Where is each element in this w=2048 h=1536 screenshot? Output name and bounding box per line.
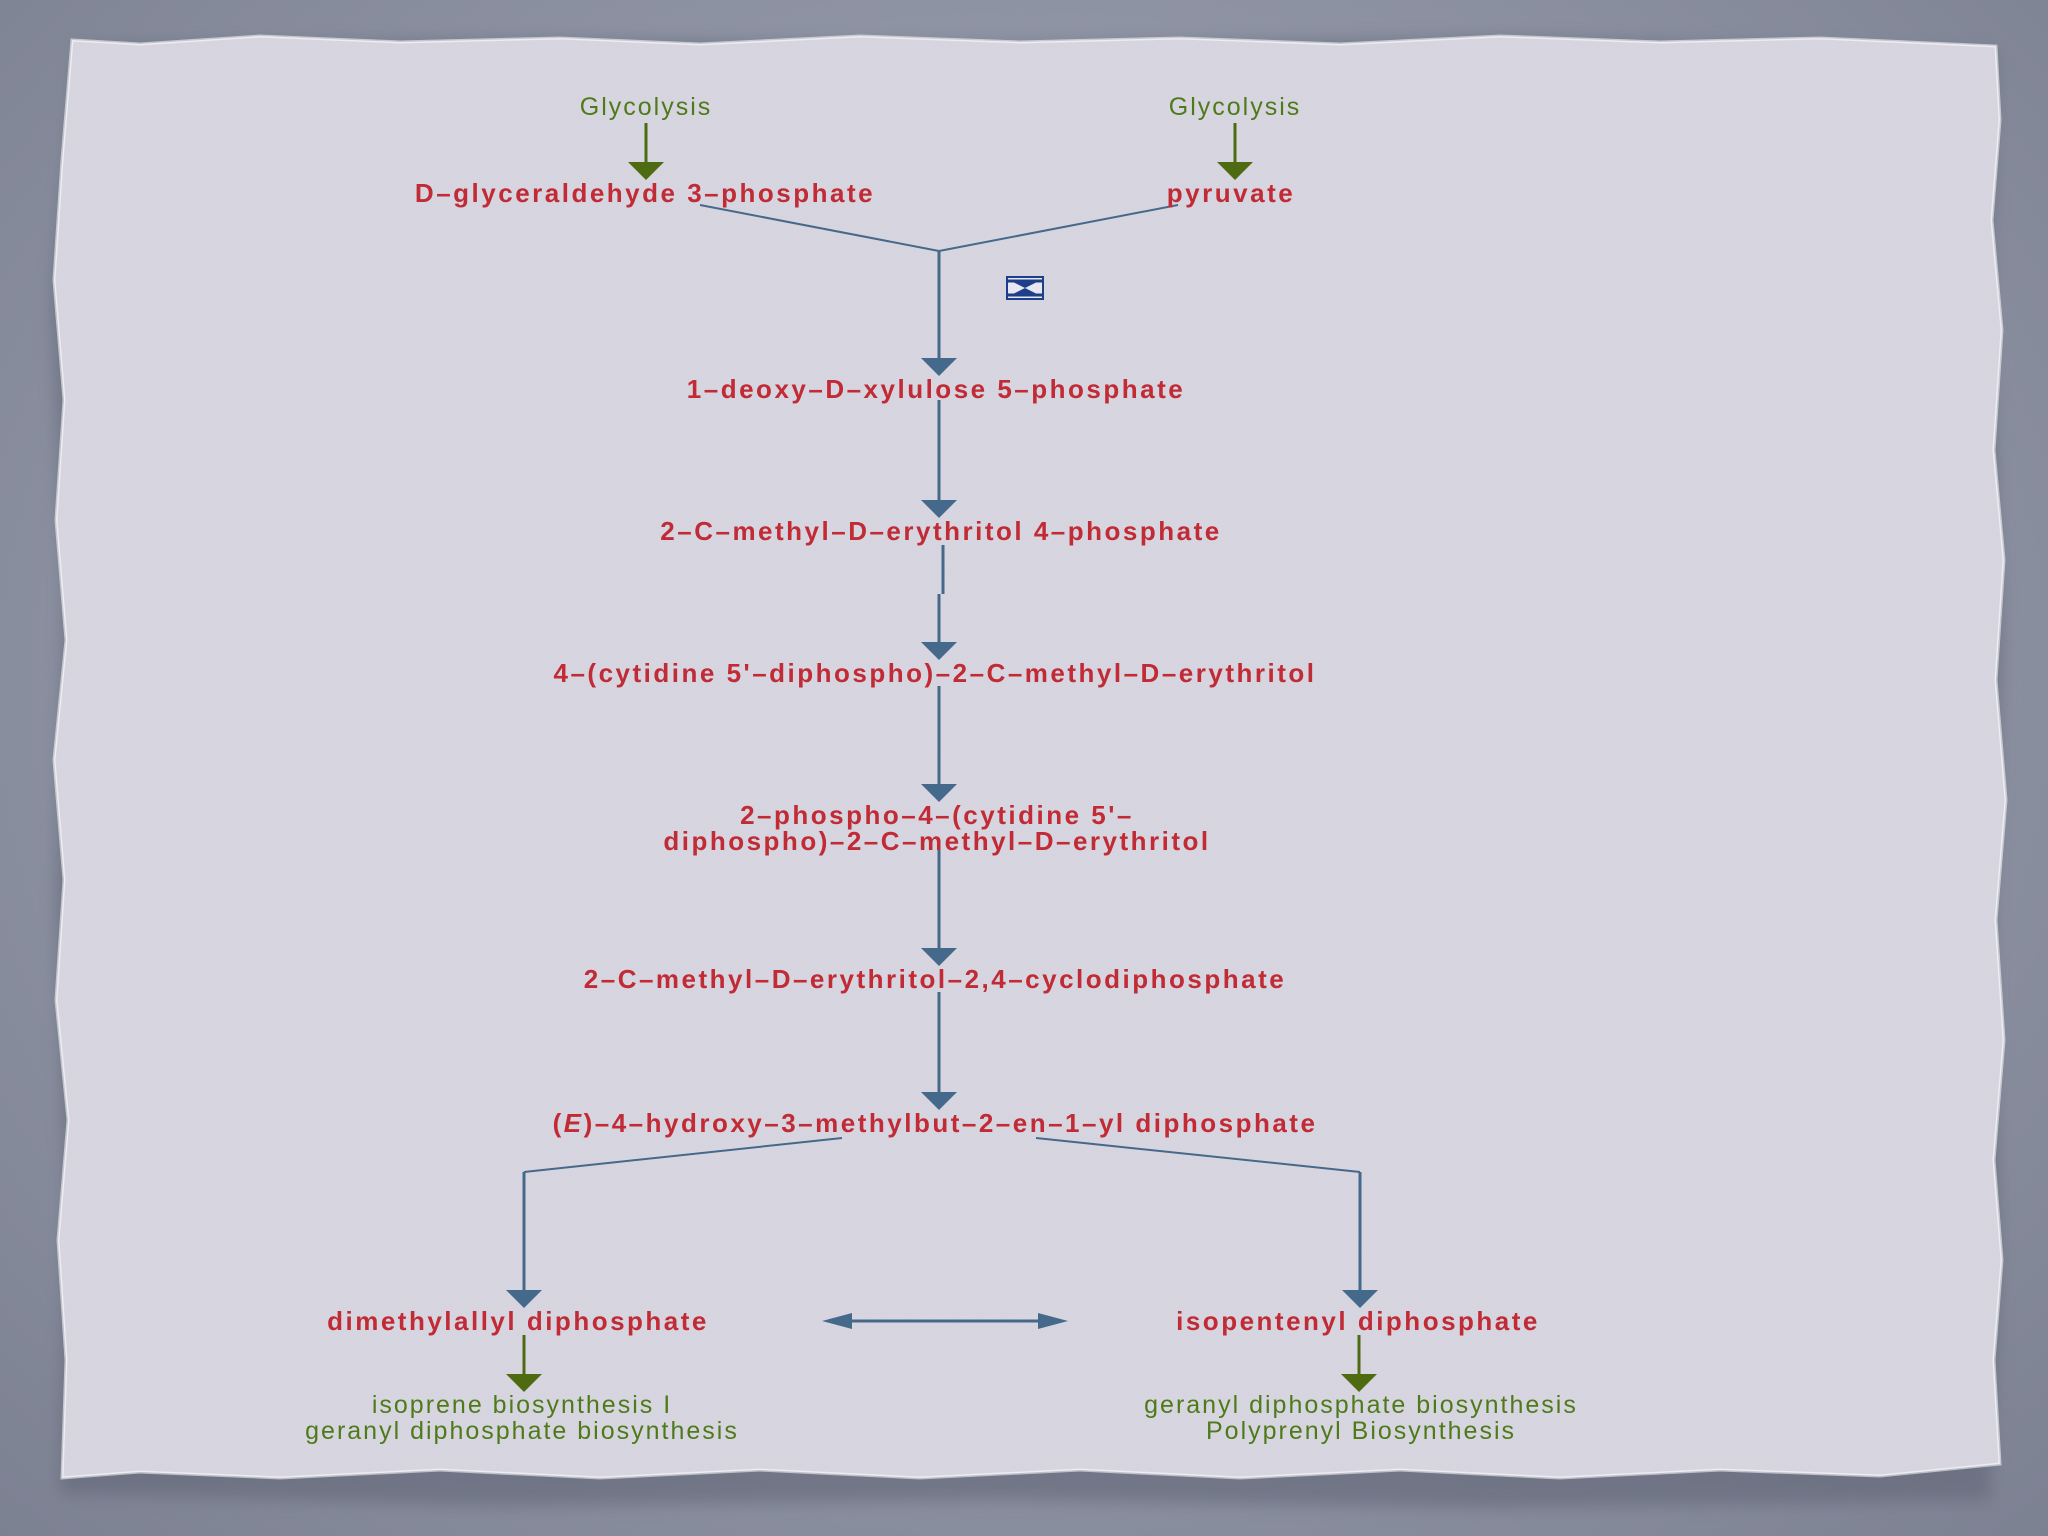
- paper-edge: [52, 34, 2008, 1480]
- enzyme-hourglass-icon[interactable]: [1006, 276, 1044, 300]
- compound-cdp-mep[interactable]: 2–phospho–4–(cytidine 5'– diphospho)–2–C…: [663, 802, 1210, 854]
- output-arrow-left: [506, 1335, 542, 1392]
- compound-dxp[interactable]: 1–deoxy–D–xylulose 5–phosphate: [686, 374, 1186, 404]
- input-arrow-right: [1217, 123, 1253, 180]
- output-pathways-right: geranyl diphosphate biosynthesis Polypre…: [1144, 1393, 1578, 1444]
- hmbpp-stereo-descriptor: E: [563, 1108, 584, 1138]
- output-pathway-geranyl-right[interactable]: geranyl diphosphate biosynthesis: [1144, 1391, 1578, 1419]
- reaction-arrow-3: [921, 545, 957, 660]
- reaction-arrow-2: [921, 400, 957, 518]
- branch-connector-right: [1035, 1137, 1378, 1308]
- isomerase-double-arrow: [822, 1313, 1068, 1329]
- reaction-arrow-1: [921, 251, 957, 376]
- output-pathways-left: isoprene biosynthesis I geranyl diphosph…: [305, 1393, 739, 1444]
- input-pathway-left[interactable]: Glycolysis: [579, 93, 713, 121]
- input-arrow-left: [628, 123, 664, 180]
- compound-mep[interactable]: 2–C–methyl–D–erythritol 4–phosphate: [660, 516, 1222, 546]
- paper-sheet: [54, 36, 2006, 1478]
- compound-g3p[interactable]: D–glyceraldehyde 3–phosphate: [414, 178, 876, 208]
- reaction-arrow-5: [921, 850, 957, 966]
- output-arrow-right: [1341, 1335, 1377, 1392]
- compound-cdp-mep-line2: diphospho)–2–C–methyl–D–erythritol: [663, 826, 1211, 856]
- output-pathway-isoprene[interactable]: isoprene biosynthesis I: [371, 1391, 673, 1419]
- reaction-arrow-4: [921, 686, 957, 802]
- compound-hmbpp[interactable]: (E)–4–hydroxy–3–methylbut–2–en–1–yl diph…: [553, 1110, 1318, 1136]
- hmbpp-rest: )–4–hydroxy–3–methylbut–2–en–1–yl diphos…: [583, 1108, 1318, 1138]
- output-pathway-geranyl-left[interactable]: geranyl diphosphate biosynthesis: [305, 1417, 739, 1445]
- output-pathway-polyprenyl[interactable]: Polyprenyl Biosynthesis: [1205, 1417, 1517, 1445]
- compound-dmapp[interactable]: dimethylallyl diphosphate: [327, 1306, 709, 1336]
- compound-ipp[interactable]: isopentenyl diphosphate: [1176, 1306, 1540, 1336]
- reaction-arrow-6: [921, 992, 957, 1110]
- hmbpp-open: (: [552, 1108, 564, 1138]
- branch-connector-left: [506, 1137, 843, 1308]
- input-pathway-right[interactable]: Glycolysis: [1168, 93, 1302, 121]
- merge-connector: [699, 204, 1179, 252]
- compound-cdp-mep-line1: 2–phospho–4–(cytidine 5'–: [740, 800, 1134, 830]
- compound-pyruvate[interactable]: pyruvate: [1166, 178, 1296, 208]
- compound-mecpp[interactable]: 2–C–methyl–D–erythritol–2,4–cyclodiphosp…: [583, 964, 1287, 994]
- compound-cdp-me[interactable]: 4–(cytidine 5'–diphospho)–2–C–methyl–D–e…: [553, 658, 1317, 688]
